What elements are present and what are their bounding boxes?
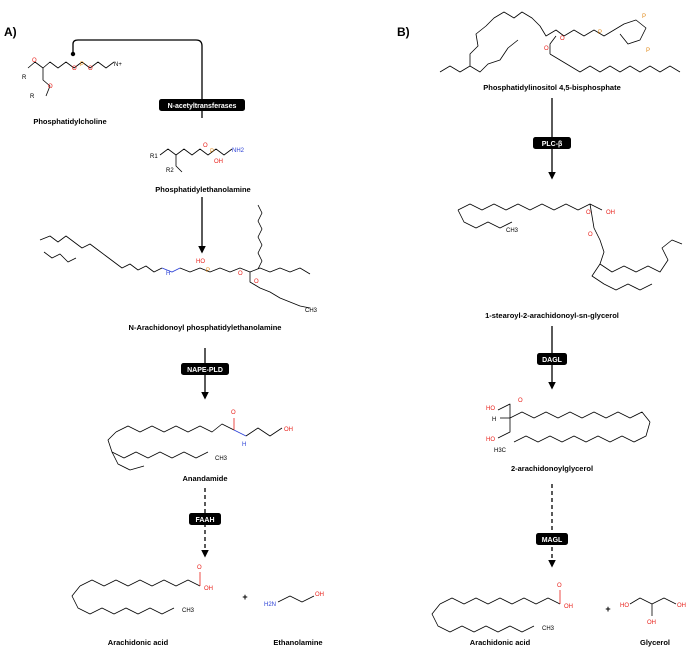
r2-label: R2: [166, 168, 174, 174]
svg-text:DAGL: DAGL: [542, 357, 563, 364]
hydroxyl-label: HO: [486, 406, 495, 412]
methyl-label: CH3: [542, 626, 555, 632]
ethanolamine-label: Ethanolamine: [273, 638, 322, 647]
methyl-label: H3C: [494, 448, 507, 454]
oxygen-label: O: [48, 84, 53, 90]
n-arachidonoyl-pe-structure: H HO P O O CH3: [39, 204, 318, 314]
phosphorus-label: P: [642, 14, 646, 20]
arachidonic-acid-a-structure: O OH CH3: [71, 565, 213, 615]
phosphatidylcholine-structure: R R O O O P O N+: [22, 58, 122, 100]
oxygen-label: O: [544, 46, 549, 52]
carbonyl-oxygen-label: O: [231, 410, 236, 416]
oxygen-label: O: [238, 271, 243, 277]
oxygen-label: O: [586, 210, 591, 216]
svg-text:MAGL: MAGL: [542, 537, 563, 544]
oxygen-label: O: [588, 232, 593, 238]
enzyme-box-n-acetyltransferases: N-acetyltransferases: [159, 99, 245, 111]
arachidonic-acid-b-structure: O OH CH3: [431, 583, 573, 633]
svg-text:N-acetyltransferases: N-acetyltransferases: [168, 103, 237, 110]
phosphorus-label: P: [80, 62, 84, 68]
amine-label: H2N: [264, 602, 276, 608]
2-ag-structure: HO H HO O H3C: [486, 398, 651, 454]
hydrogen-label: H: [492, 417, 496, 423]
plus-sign-b: +: [605, 604, 610, 614]
r1-label: R1: [150, 154, 158, 160]
sag-label: 1-stearoyl-2-arachidonoyl-sn-glycerol: [485, 311, 619, 320]
carbonyl-oxygen-label: O: [518, 398, 523, 404]
methyl-label: CH3: [182, 608, 195, 614]
ethanolamine-structure: H2N OH: [264, 592, 324, 608]
hydroxyl-label: HO: [620, 603, 629, 609]
arachidonic-acid-b-label: Arachidonic acid: [470, 638, 531, 647]
glycerol-structure: HO OH OH: [620, 597, 686, 626]
glycerol-label: Glycerol: [640, 638, 670, 647]
pip2-structure: O P P P O: [439, 11, 681, 73]
oxygen-label: O: [72, 66, 77, 72]
sag-structure: O OH O CH3: [457, 203, 683, 291]
pip2-label: Phosphatidylinositol 4,5-bisphosphate: [483, 83, 621, 92]
methyl-label: CH3: [305, 308, 318, 314]
svg-text:FAAH: FAAH: [195, 517, 214, 524]
enzyme-box-nape-pld: NAPE-PLD: [181, 363, 229, 375]
panel-label-a: A): [4, 25, 17, 39]
hydroxyl-label: OH: [204, 586, 213, 592]
phosphatidylcholine-label: Phosphatidylcholine: [33, 117, 106, 126]
n-arachidonoyl-pe-label: N-Arachidonoyl phosphatidylethanolamine: [129, 323, 282, 332]
oxygen-label: O: [560, 36, 565, 42]
enzyme-box-faah: FAAH: [189, 513, 221, 525]
enzyme-box-magl: MAGL: [536, 533, 568, 545]
enzyme-box-plc-beta: PLC-β: [533, 137, 571, 149]
oxygen-label: O: [254, 279, 259, 285]
panel-label-b: B): [397, 25, 410, 39]
nitrogen-label: H: [166, 271, 170, 277]
amide-h-label: H: [242, 442, 246, 448]
phosphatidylethanolamine-structure: R1 R2 O P OH NH2: [150, 143, 245, 174]
oxygen-label: O: [88, 66, 93, 72]
plus-sign-a: +: [242, 592, 247, 602]
hydroxyl-label: OH: [677, 603, 686, 609]
oxygen-label: O: [203, 143, 208, 149]
carbonyl-oxygen-label: O: [197, 565, 202, 571]
hydroxyl-label: OH: [315, 592, 324, 598]
r-group-label: R: [22, 75, 27, 81]
oxygen-label: O: [32, 58, 37, 64]
anandamide-structure: O H OH CH3: [107, 410, 293, 471]
carbonyl-oxygen-label: O: [557, 583, 562, 589]
phosphatidylethanolamine-label: Phosphatidylethanolamine: [155, 185, 250, 194]
svg-text:NAPE-PLD: NAPE-PLD: [187, 367, 223, 374]
phosphorus-label: P: [646, 48, 650, 54]
hydroxyl-label: HO: [486, 437, 495, 443]
svg-text:PLC-β: PLC-β: [542, 141, 563, 148]
curved-connector: [72, 39, 203, 118]
amine-label: NH2: [232, 148, 245, 154]
methyl-label: CH3: [506, 228, 519, 234]
connector-start-dot: [70, 51, 76, 57]
methyl-label: CH3: [215, 456, 228, 462]
hydroxyl-label: OH: [284, 427, 293, 433]
2-ag-label: 2-arachidonoylglycerol: [511, 464, 593, 473]
hydroxyl-label: OH: [647, 620, 656, 626]
phosphorus-label: P: [598, 30, 602, 36]
hydroxyl-label: OH: [606, 210, 615, 216]
hydroxyl-label: OH: [564, 604, 573, 610]
choline-nitrogen-label: N+: [114, 62, 122, 68]
hydroxyl-label: HO: [196, 259, 205, 265]
phosphorus-label: P: [210, 149, 214, 155]
enzyme-box-dagl: DAGL: [537, 353, 567, 365]
anandamide-label: Anandamide: [182, 474, 227, 483]
hydroxyl-label: OH: [214, 159, 223, 165]
r-group-label-2: R: [30, 94, 35, 100]
arachidonic-acid-a-label: Arachidonic acid: [108, 638, 169, 647]
phosphorus-label: P: [206, 268, 210, 274]
